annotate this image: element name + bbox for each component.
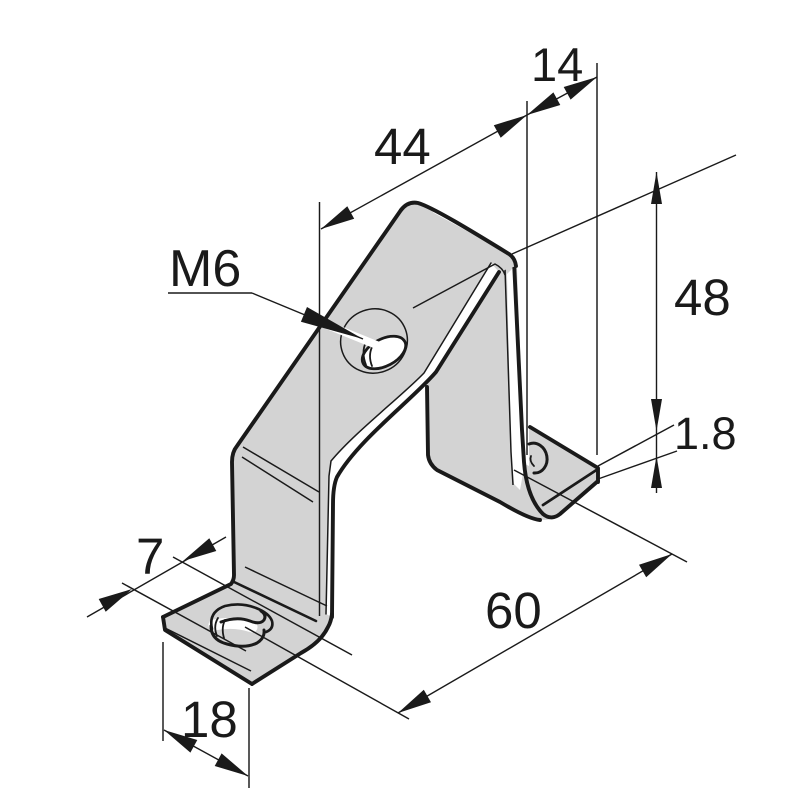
svg-text:14: 14 <box>531 38 583 91</box>
svg-text:M6: M6 <box>169 240 241 298</box>
svg-text:1.8: 1.8 <box>674 408 737 459</box>
svg-text:48: 48 <box>674 269 731 326</box>
svg-text:44: 44 <box>374 118 431 175</box>
svg-text:60: 60 <box>485 582 542 639</box>
svg-text:7: 7 <box>136 528 164 585</box>
svg-text:18: 18 <box>181 691 238 748</box>
